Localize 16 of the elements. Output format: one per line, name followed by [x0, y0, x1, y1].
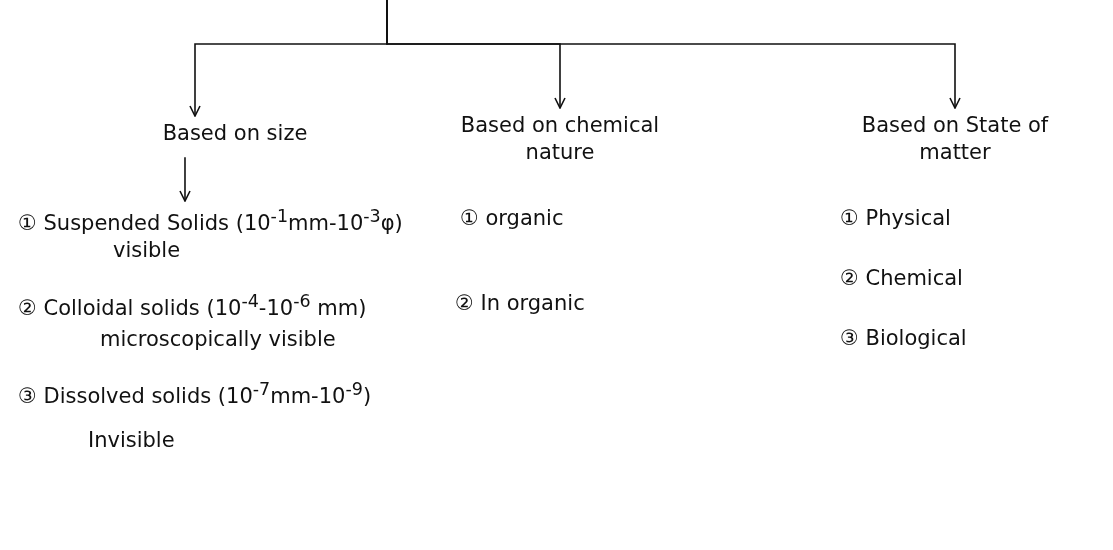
note-text: visible [112, 237, 181, 265]
list-item-text: ② Colloidal solids (10$^{-4}$-10$^{-6}$ mm) [18, 290, 367, 322]
heading-text: Based on State of matter [860, 112, 1050, 167]
note-text: Invisible [88, 427, 175, 454]
list-item-text: ③ Dissolved solids (10$^{-7}$mm-10$^{-9}$) [18, 378, 372, 410]
list-item-text: ② Chemical [840, 265, 963, 292]
list-item-text: ① Physical [840, 205, 951, 232]
list-item-text: ① organic [460, 205, 564, 232]
list-item-text: ① Suspended Solids (10$^{-1}$mm-10$^{-3}$φ) [18, 205, 403, 237]
heading-text: Based on size [162, 120, 308, 147]
heading-text: Based on chemical nature [459, 112, 661, 167]
list-item-text: ② In organic [455, 290, 585, 317]
arrow [386, 0, 961, 109]
note-text: microscopically visible [100, 326, 336, 353]
arrow [179, 156, 191, 202]
list-item-text: ③ Biological [840, 325, 967, 352]
